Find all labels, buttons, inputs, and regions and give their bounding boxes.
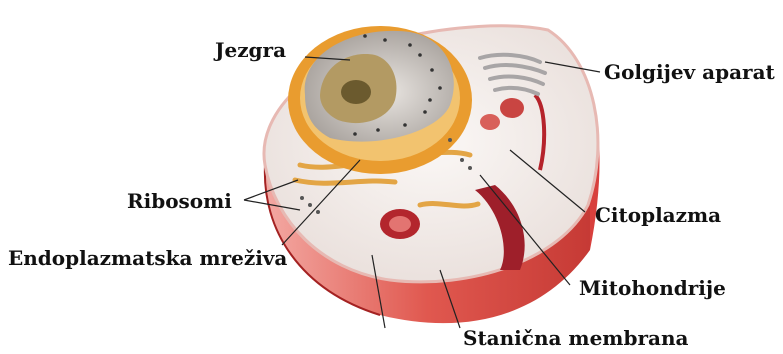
label-cytoplasm: Citoplazma [595, 205, 721, 225]
label-membrane: Stanična membrana [463, 328, 688, 348]
label-mitochondria: Mitohondrije [579, 278, 726, 298]
nucleus [288, 26, 472, 174]
label-ribosomes: Ribosomi [127, 191, 232, 211]
label-golgi: Golgijev aparat [604, 62, 775, 82]
label-er: Endoplazmatska mreživa [8, 248, 287, 268]
label-nucleus: Jezgra [215, 40, 286, 60]
nucleolus [341, 80, 371, 104]
